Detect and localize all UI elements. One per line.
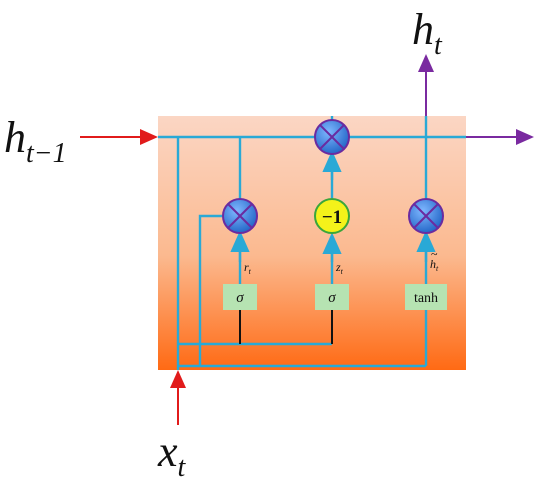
update-gate-sigma-box: σ [315,284,349,310]
candidate-tanh-label: tanh [414,291,438,306]
x-t-input-label: xt [157,427,187,482]
gate-connectors [239,310,333,344]
h-prev-label: ht−1 [4,113,67,169]
reset-gate-sigma-box: σ [223,284,257,310]
z-t-label: zt [335,260,344,276]
minus-one-node: −1 [314,198,350,234]
candidate-multiply-node [408,198,444,234]
minus-one-label: −1 [322,207,342,228]
candidate-tanh-box: tanh [405,284,447,310]
h-tilde-t-label: ht [430,257,439,273]
top-multiply-node [314,119,350,155]
gru-cell-panel [158,116,466,370]
h-t-output-label: ht [412,5,443,61]
r-t-label: rt [244,260,252,276]
update-gate-sigma-label: σ [328,290,336,306]
reset-multiply-node [222,198,258,234]
reset-gate-sigma-label: σ [236,290,244,306]
h-tilde-accent: ~ [431,247,438,261]
